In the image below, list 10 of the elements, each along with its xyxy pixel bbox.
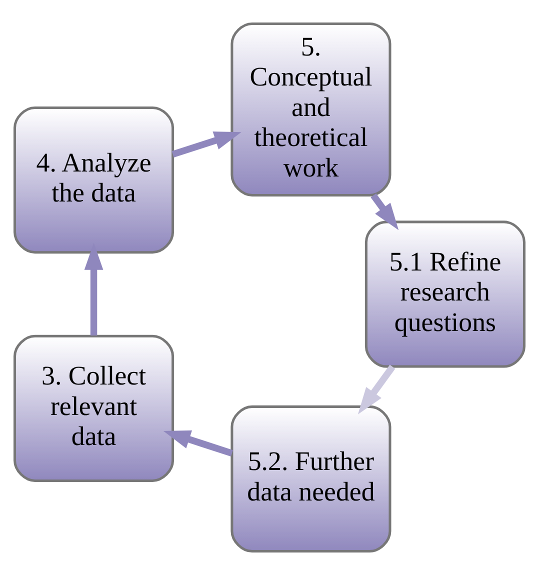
node-box: 5.1 Refine research questions: [364, 220, 526, 368]
node-box: 4. Analyze the data: [14, 106, 174, 254]
arrow: [84, 242, 104, 336]
arrow: [163, 430, 233, 456]
node-box: 3. Collect relevant data: [14, 334, 174, 482]
arrow: [358, 364, 396, 414]
arrow: [370, 192, 399, 230]
node-box: 5. Conceptual and theoretical work: [230, 22, 392, 196]
node-box: 5.2. Further data needed: [230, 404, 392, 552]
arrow: [172, 130, 242, 158]
